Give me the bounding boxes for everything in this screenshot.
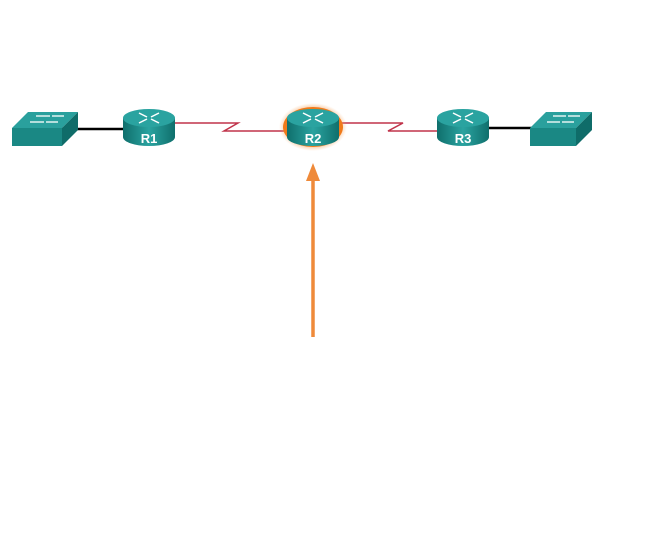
router-r3[interactable]: R3 bbox=[437, 109, 489, 146]
router-label: R2 bbox=[305, 131, 322, 146]
pointer-arrow bbox=[306, 163, 320, 337]
serial-link-r1-r2 bbox=[175, 122, 287, 132]
router-r2[interactable]: R2 bbox=[279, 103, 347, 151]
router-arrows-icon bbox=[302, 112, 324, 124]
switch-s1[interactable] bbox=[12, 112, 78, 146]
router-arrows-icon bbox=[138, 112, 160, 124]
switch-arrows-icon bbox=[30, 115, 64, 123]
switch-arrows-icon bbox=[547, 115, 580, 123]
router-label: R1 bbox=[141, 131, 158, 146]
serial-link-r2-r3 bbox=[339, 122, 437, 132]
router-r1[interactable]: R1 bbox=[123, 109, 175, 146]
router-arrows-icon bbox=[452, 112, 474, 124]
switch-s3[interactable] bbox=[530, 112, 592, 146]
router-label: R3 bbox=[455, 131, 472, 146]
